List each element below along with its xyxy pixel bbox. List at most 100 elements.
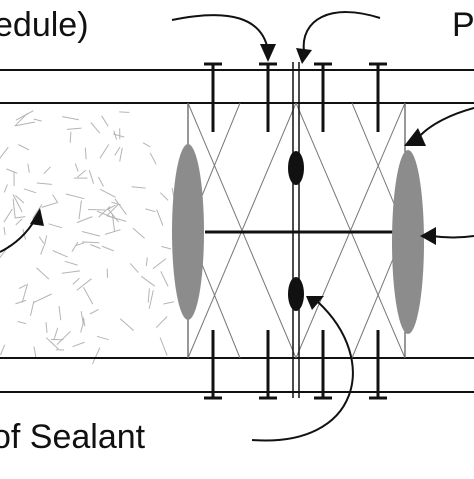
fiber-strand <box>66 194 85 199</box>
right-lens <box>392 150 424 334</box>
pin-bottom <box>259 330 277 398</box>
fiber-strand <box>34 119 42 121</box>
sealant-dot-upper <box>288 151 304 185</box>
fiber-strand <box>57 331 71 344</box>
fiber-strand <box>100 144 109 158</box>
fiber-strand <box>67 128 82 129</box>
fiber-strand <box>13 199 15 219</box>
fiber-strand <box>15 300 26 304</box>
label-bottom-left: of Sealant <box>0 420 145 454</box>
fiber-strand <box>19 285 27 289</box>
fiber-strand <box>0 147 8 160</box>
fiber-strand <box>65 261 78 265</box>
fiber-strand <box>120 319 134 331</box>
fiber-strand <box>59 306 61 320</box>
fiber-strand <box>82 232 100 237</box>
fiber-strand <box>99 177 104 187</box>
fiber-strand <box>102 116 109 126</box>
fiber-strand <box>115 199 126 215</box>
arrow-icon <box>260 44 276 62</box>
fiber-strand <box>82 242 99 243</box>
sealant-dot-lower <box>288 277 304 311</box>
fiber-strand <box>53 195 58 203</box>
fiber-strand <box>37 183 52 184</box>
arrow-icon <box>30 208 44 226</box>
fiber-strand <box>53 251 68 258</box>
fiber-strand <box>62 271 80 273</box>
fiber-strand <box>44 167 51 174</box>
fiber-strand <box>42 203 58 208</box>
fiber-strand <box>145 209 155 212</box>
fiber-strand <box>73 278 80 284</box>
fiber-strand <box>28 164 29 173</box>
arrow-icon <box>296 48 312 64</box>
fiber-strand <box>161 246 171 249</box>
fiber-strand <box>31 301 34 316</box>
fiber-strand <box>97 336 109 339</box>
fiber-strand <box>141 276 155 286</box>
fiber-strand <box>18 145 29 150</box>
fiber-strand <box>83 287 92 304</box>
arrow-icon <box>418 108 474 138</box>
arrow-icon <box>432 236 474 238</box>
label-top-right: P <box>452 8 474 42</box>
fiber-strand <box>72 242 78 252</box>
fiber-strand <box>6 169 17 173</box>
fiber-strand <box>115 147 120 156</box>
fiber-strand <box>164 302 175 304</box>
arrow-heads <box>30 44 436 310</box>
left-lens <box>172 144 204 320</box>
fiber-strand <box>100 189 115 197</box>
pin-top <box>369 64 387 132</box>
fiber-strand <box>133 228 145 238</box>
fiber-strand <box>88 210 105 211</box>
fiber-strand <box>18 322 27 324</box>
fiber-strand <box>16 219 22 225</box>
pin-bottom <box>369 330 387 398</box>
filler-fibers <box>0 111 186 364</box>
fiber-strand <box>102 246 114 251</box>
fiber-strand <box>156 317 167 328</box>
fiber-strand <box>24 189 36 193</box>
label-top-left: edule) <box>0 8 89 42</box>
arrow-icon <box>172 15 268 50</box>
fiber-strand <box>148 288 149 302</box>
fiber-strand <box>93 348 100 364</box>
fiber-strand <box>89 170 93 183</box>
fiber-strand <box>143 143 150 147</box>
pin-bottom <box>204 330 222 398</box>
fiber-strand <box>120 148 123 162</box>
fiber-strand <box>161 271 168 286</box>
arrow-icon <box>304 12 380 52</box>
fiber-strand <box>1 345 5 355</box>
fiber-strand <box>119 112 129 113</box>
fiber-strand <box>79 201 81 220</box>
fiber-strand <box>77 170 86 177</box>
fiber-strand <box>149 290 153 309</box>
pin-top <box>204 64 222 132</box>
fiber-strand <box>34 347 36 358</box>
fiber-strand <box>85 148 86 160</box>
fiber-strand <box>4 184 7 192</box>
pin-top <box>314 64 332 132</box>
fiber-strand <box>150 153 156 165</box>
fiber-strand <box>97 211 114 218</box>
fiber-strand <box>75 164 78 172</box>
fiber-strand <box>39 237 44 244</box>
fiber-strand <box>90 245 100 249</box>
fiber-strand <box>146 257 147 266</box>
fiber-strand <box>41 246 44 255</box>
fiber-strand <box>91 123 100 134</box>
fiber-strand <box>54 328 58 340</box>
fiber-strand <box>153 259 166 269</box>
fiber-strand <box>4 209 13 222</box>
pin-top <box>259 64 277 132</box>
arrow-icon <box>306 296 324 310</box>
fiber-strand <box>46 322 47 333</box>
arrow-icon <box>404 128 426 146</box>
fiber-strand <box>132 187 146 188</box>
fiber-strand <box>160 338 167 356</box>
fiber-strand <box>113 134 124 137</box>
